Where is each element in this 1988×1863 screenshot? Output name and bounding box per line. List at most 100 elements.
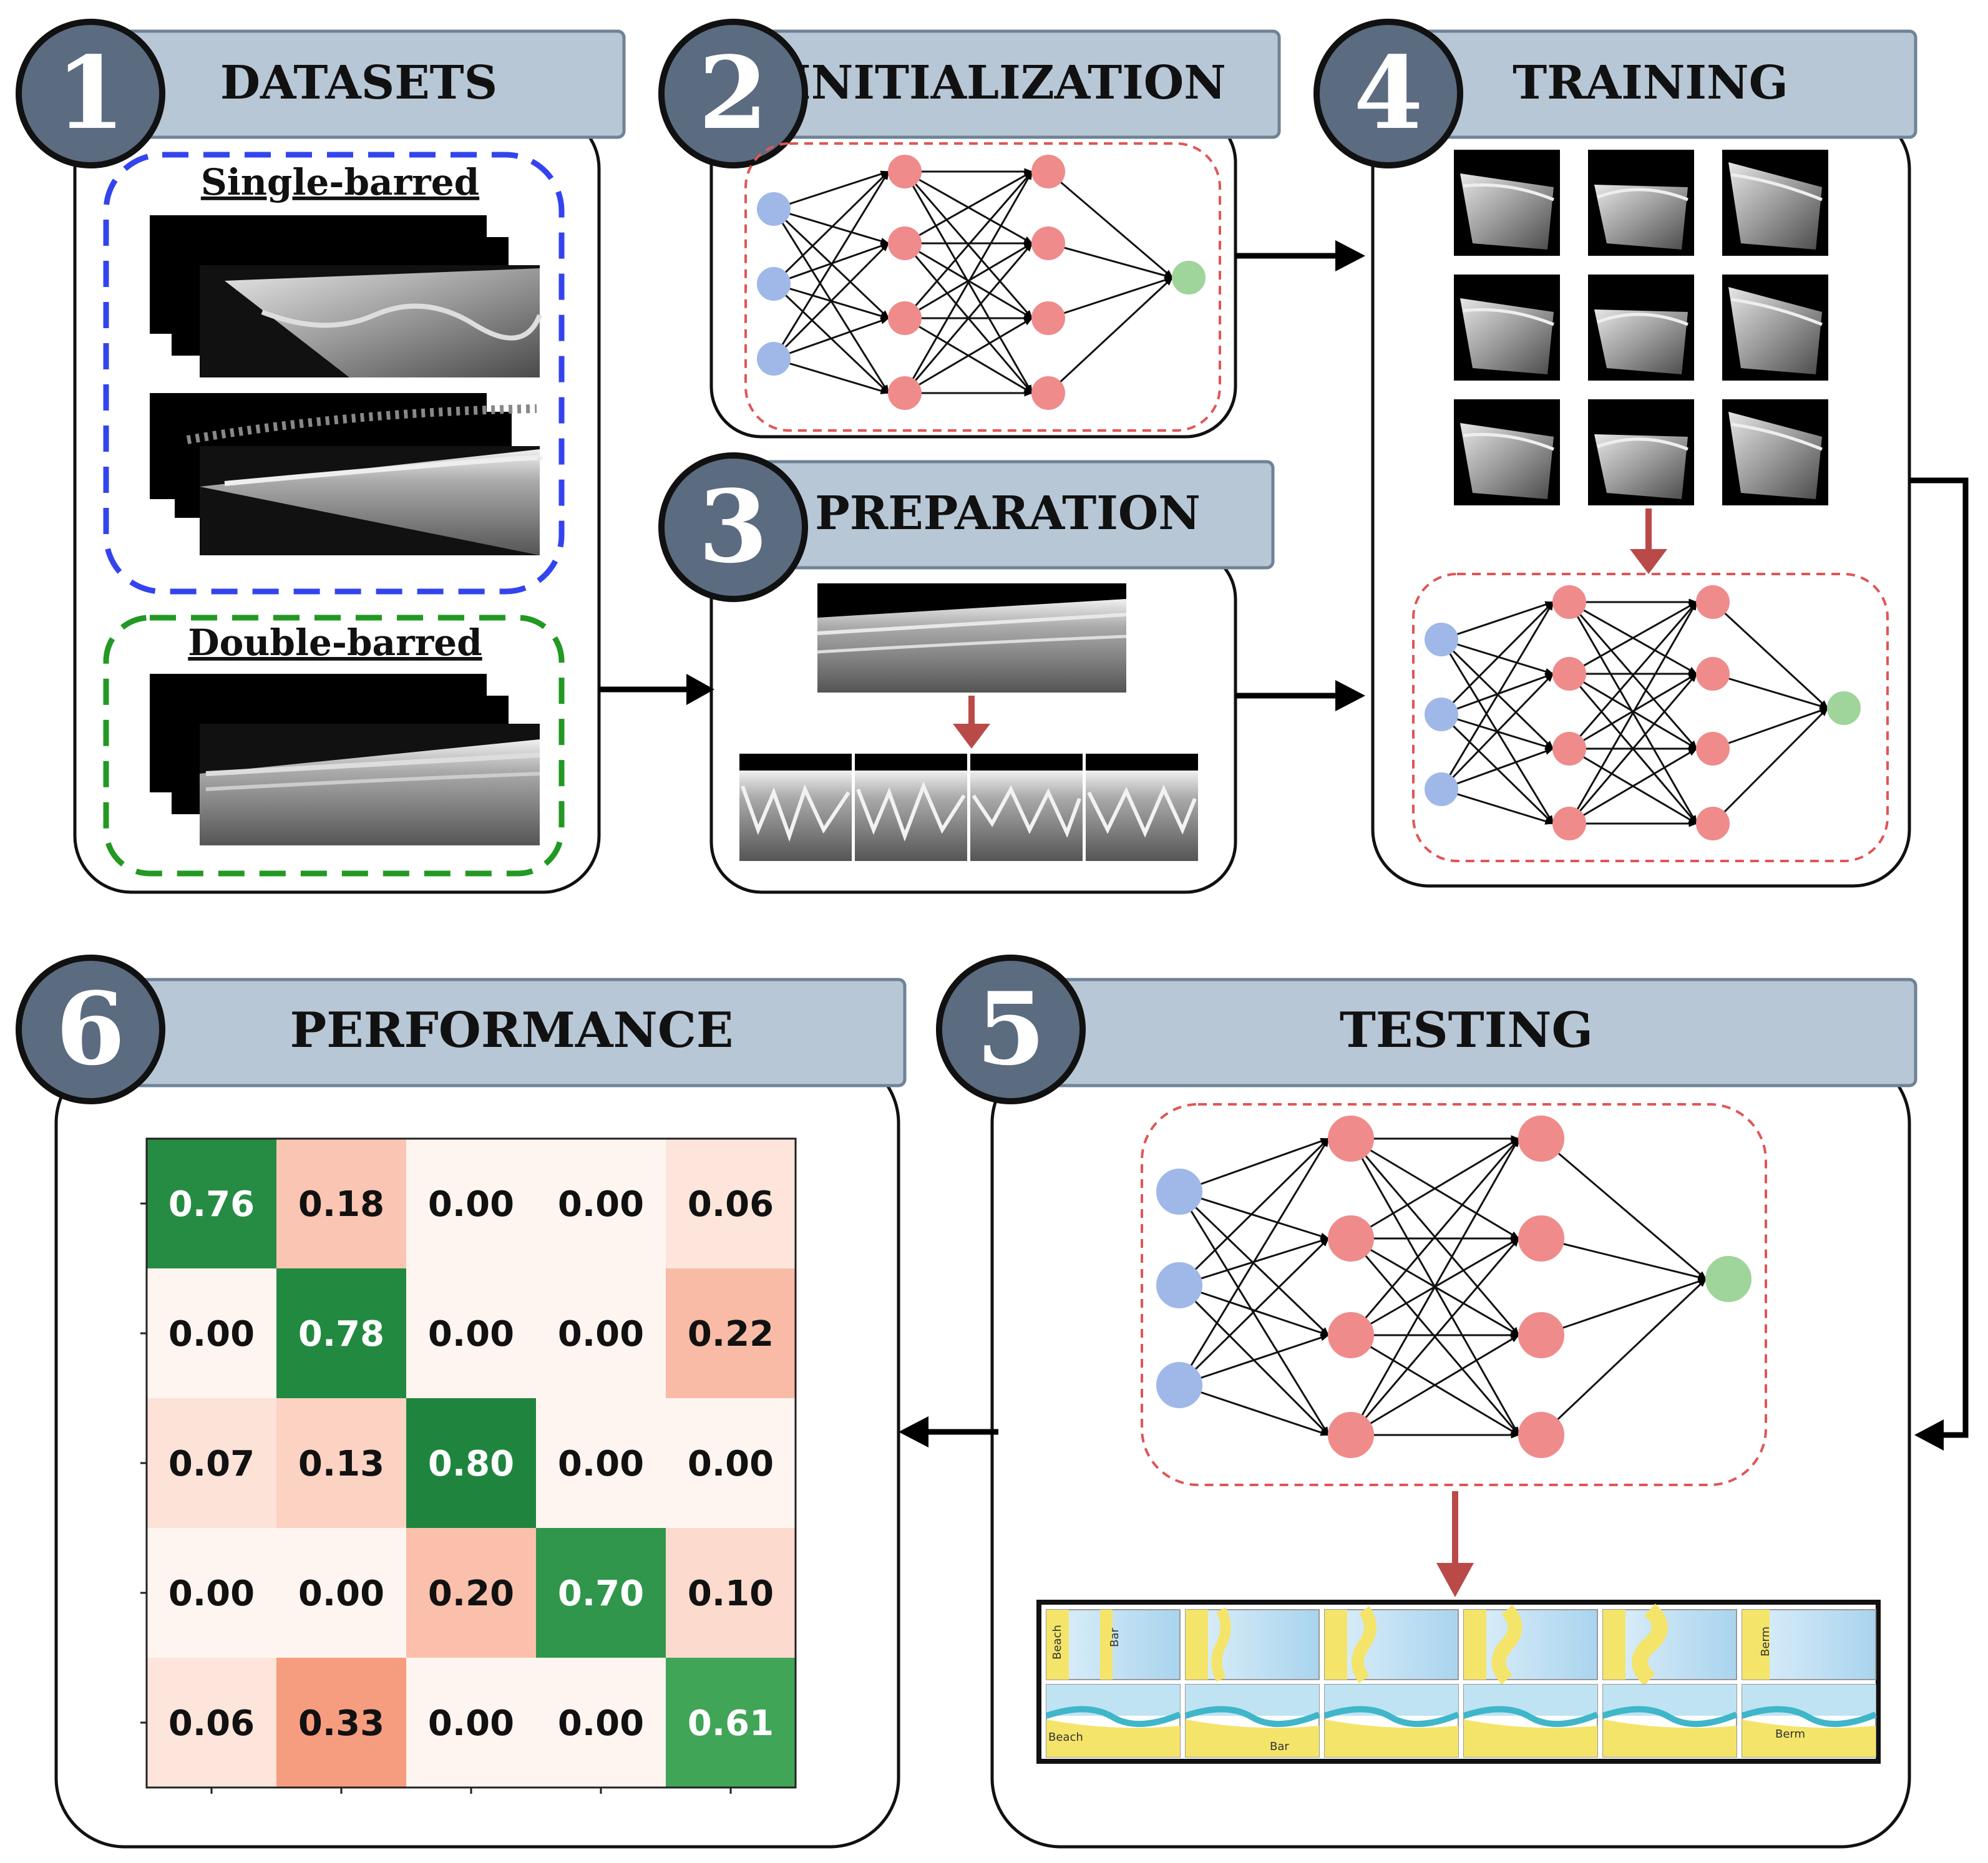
nn-node-hidden2 [1518, 1116, 1564, 1162]
nn-connection [1350, 1137, 1520, 1240]
confusion-cell-error [147, 1528, 276, 1658]
step-5-number-badge: 5 [936, 955, 1086, 1104]
nn-connection [1047, 276, 1174, 394]
confusion-cell-value: 0.00 [428, 1184, 514, 1225]
training-thumbnail [1454, 150, 1560, 256]
step-6-number-badge: 6 [16, 955, 165, 1104]
nn-connection [1350, 1137, 1520, 1336]
step-5-header: TESTING [1009, 978, 1917, 1087]
prep-tile-1 [739, 754, 852, 861]
step-4-header: TRAINING [1383, 29, 1917, 139]
nn-node-input [757, 342, 791, 376]
confusion-cell-value: 0.20 [428, 1574, 514, 1614]
nn-node-hidden1 [1328, 1215, 1374, 1262]
confusion-cell-error [147, 1268, 276, 1398]
arrow-initialization-to-training [1235, 240, 1365, 271]
nn-connection [1712, 673, 1829, 709]
confusion-cell-value: 0.00 [168, 1574, 255, 1614]
step-2-number-badge: 2 [658, 19, 808, 168]
beach-state-profile-view [1463, 1684, 1599, 1758]
confusion-cell-error [406, 1528, 536, 1658]
nn-connection [1440, 601, 1554, 716]
nn-node-hidden1 [888, 376, 922, 410]
step-6-number: 6 [56, 970, 125, 1087]
flow-arrows [599, 240, 1969, 1451]
confusion-cell-correct [406, 1398, 536, 1528]
berm-label-plan: Berm [1759, 1627, 1772, 1656]
berm-label-profile: Berm [1775, 1728, 1805, 1741]
training-thumbnail [1588, 399, 1694, 505]
testing-neural-network [1141, 1103, 1767, 1486]
training-thumbnail [1722, 399, 1828, 505]
nn-connection [1712, 601, 1829, 709]
nn-node-hidden2 [1031, 301, 1065, 335]
single-barred-image-stack-1 [150, 215, 542, 377]
training-image-grid [1454, 150, 1828, 505]
nn-node-input [1156, 1262, 1202, 1308]
confusion-cell-error [147, 1398, 276, 1528]
nn-connection [1048, 276, 1174, 319]
confusion-cell-error [276, 1139, 406, 1268]
step-6-title: PERFORMANCE [290, 1002, 734, 1059]
step-1-title: DATASETS [220, 56, 497, 110]
beach-state-profile-view [1602, 1684, 1738, 1758]
nn-node-hidden1 [1328, 1116, 1374, 1162]
nn-connection [1441, 747, 1554, 790]
beach-label-profile: Beach [1048, 1731, 1083, 1744]
nn-node-hidden2 [1518, 1312, 1564, 1358]
beach-state-plan-view [1185, 1607, 1320, 1682]
nn-connection [1178, 1137, 1330, 1386]
nn-connection [1179, 1190, 1330, 1240]
nn-node-input [1425, 772, 1458, 806]
confusion-cell-value: 0.33 [298, 1703, 384, 1744]
nn-connection [1441, 788, 1554, 825]
nn-connection [1440, 673, 1554, 790]
training-thumbnail [1588, 275, 1694, 381]
step-5-title: TESTING [1340, 1002, 1593, 1059]
beach-state-profile-view [1045, 1684, 1181, 1758]
confusion-cell-value: 0.06 [168, 1703, 255, 1744]
nn-connection [904, 242, 1033, 394]
confusion-cell-correct [666, 1658, 796, 1788]
nn-node-hidden2 [1696, 732, 1730, 766]
confusion-cell-error [276, 1658, 406, 1788]
prep-tile-2 [855, 754, 967, 861]
nn-connection [772, 170, 890, 359]
confusion-cell-correct [536, 1528, 666, 1658]
confusion-cell-error [536, 1139, 666, 1268]
nn-node-input [1156, 1169, 1202, 1215]
confusion-cell-value: 0.00 [168, 1314, 255, 1355]
confusion-cell-error [536, 1268, 666, 1398]
confusion-cell-value: 0.00 [428, 1703, 514, 1744]
arrow-training-to-testing [1909, 477, 1969, 1451]
step-2-header: INITIALIZATION [747, 29, 1281, 139]
nn-connection [904, 170, 1033, 245]
single-barred-image-stack-2 [150, 393, 543, 555]
nn-connection [1712, 707, 1829, 825]
nn-node-hidden1 [1552, 732, 1586, 766]
beach-state-profile-view [1184, 1684, 1320, 1758]
step-2-number: 2 [698, 34, 767, 152]
preparation-content [739, 583, 1198, 861]
arrow-datasets-to-preparation [599, 674, 714, 705]
nn-connection [1441, 638, 1554, 675]
nn-connection [773, 317, 890, 360]
nn-connection [1441, 601, 1554, 641]
nn-edges [757, 155, 1206, 410]
nn-connection [1350, 1334, 1520, 1436]
nn-node-hidden1 [1328, 1312, 1374, 1358]
nn-node-hidden2 [1518, 1215, 1564, 1262]
nn-node-input [1425, 698, 1458, 731]
training-thumbnail [1454, 275, 1560, 381]
nn-node-output [1172, 261, 1206, 294]
confusion-cell-error [666, 1528, 796, 1658]
confusion-cell-value: 0.00 [558, 1703, 644, 1744]
nn-node-hidden1 [888, 226, 922, 260]
confusion-cell-value: 0.61 [688, 1703, 774, 1744]
confusion-cell-value: 0.22 [688, 1314, 774, 1355]
nn-connection [1541, 1137, 1707, 1280]
nn-node-hidden1 [888, 155, 922, 188]
nn-connection [1440, 601, 1554, 790]
confusion-cell-error [666, 1398, 796, 1528]
step-3-header: PREPARATION [747, 460, 1275, 570]
